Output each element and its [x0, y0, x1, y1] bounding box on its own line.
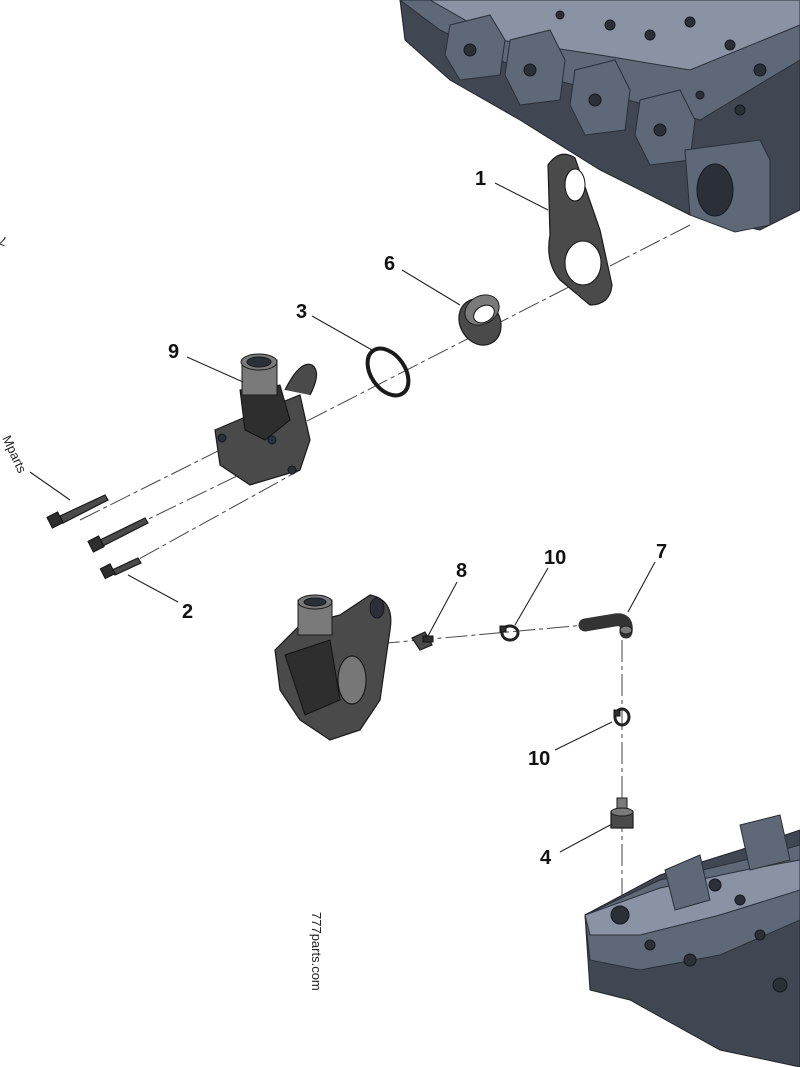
bolt-long: [46, 494, 109, 529]
watermark: 777parts.com: [309, 912, 324, 991]
callout-4: 4: [540, 847, 552, 869]
callout-6: 6: [384, 253, 395, 275]
callout-2: 2: [182, 601, 193, 623]
clamp-part-10-a: [499, 624, 520, 642]
edge-fragment-left: Mparts: [0, 433, 30, 476]
callout-1: 1: [475, 168, 486, 190]
clamp-part-10-b: [613, 707, 631, 727]
upper-valve-body: [399, 0, 800, 233]
bolt-medium: [87, 517, 149, 553]
callout-10-a: 10: [544, 547, 566, 569]
leader-lines: [29, 182, 656, 853]
hose-part-7: [578, 613, 633, 639]
callout-10-b: 10: [528, 748, 550, 770]
o-ring-part-3: [365, 346, 411, 398]
lower-housing: [274, 594, 392, 741]
callout-9: 9: [168, 341, 179, 363]
callout-7: 7: [656, 541, 667, 563]
fitting-part-8: [411, 631, 434, 651]
center-lines: [79, 224, 691, 905]
connector-part-4: [610, 797, 634, 829]
edge-fragment-top: 77: [0, 230, 9, 249]
bolt-short: [99, 557, 142, 580]
lower-valve-body: [584, 814, 800, 1067]
sleeve-part-6: [458, 294, 502, 346]
gasket-part-1: [547, 153, 613, 306]
callout-numbers: 1 2 3 4 6 7 8 9 10 10: [168, 168, 667, 869]
callout-8: 8: [456, 560, 467, 582]
housing-part-9: [214, 353, 318, 486]
callout-3: 3: [296, 301, 307, 323]
